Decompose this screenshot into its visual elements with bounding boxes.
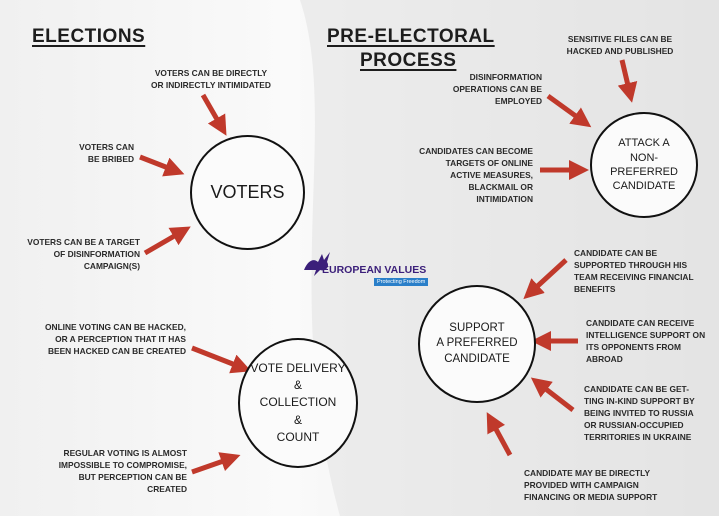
label-disinfo-ops: DISINFORMATION OPERATIONS CAN BE EMPLOYE… bbox=[452, 72, 542, 106]
attack-candidate-circle: ATTACK A NON- PREFERRED CANDIDATE bbox=[590, 112, 698, 218]
vote-delivery-circle: VOTE DELIVERY & COLLECTION & COUNT bbox=[238, 338, 358, 468]
arrow-team-benefits bbox=[523, 258, 568, 300]
label-sensitive-files: SENSITIVE FILES CAN BE HACKED AND PUBLIS… bbox=[566, 34, 674, 56]
label-intimidated: VOTERS CAN BE DIRECTLY OR INDIRECTLY INT… bbox=[151, 68, 271, 90]
label-team-benefits: CANDIDATE CAN BE SUPPORTED THROUGH HIS T… bbox=[574, 248, 694, 294]
arrow-sensitive-files bbox=[617, 59, 638, 103]
label-in-kind: CANDIDATE CAN BE GET- TING IN-KIND SUPPO… bbox=[584, 384, 695, 442]
label-regular-voting: REGULAR VOTING IS ALMOST IMPOSSIBLE TO C… bbox=[58, 448, 187, 494]
pre-electoral-heading: PRE-ELECTORAL bbox=[327, 26, 495, 47]
arrow-disinfo-ops bbox=[546, 93, 592, 128]
label-disinfo-target: VOTERS CAN BE A TARGET OF DISINFORMATION… bbox=[27, 237, 140, 271]
label-campaign-financing: CANDIDATE MAY BE DIRECTLY PROVIDED WITH … bbox=[524, 468, 658, 502]
voters-circle: VOTERS bbox=[190, 135, 305, 250]
process-heading: PROCESS bbox=[360, 50, 457, 71]
label-active-measures: CANDIDATES CAN BECOME TARGETS OF ONLINE … bbox=[419, 146, 533, 204]
arrow-online-voting bbox=[191, 345, 252, 374]
elections-heading: ELECTIONS bbox=[32, 26, 146, 47]
arrow-in-kind bbox=[530, 377, 575, 412]
support-candidate-circle: SUPPORT A PREFERRED CANDIDATE bbox=[418, 285, 536, 403]
logo-title: EUROPEAN VALUES bbox=[322, 264, 427, 276]
arrow-campaign-financing bbox=[486, 412, 513, 457]
arrow-intimidated bbox=[200, 93, 227, 136]
european-values-logo: EUROPEAN VALUES Protecting Freedom bbox=[300, 248, 440, 294]
label-online-voting: ONLINE VOTING CAN BE HACKED, OR A PERCEP… bbox=[45, 322, 186, 356]
label-intelligence: CANDIDATE CAN RECEIVE INTELLIGENCE SUPPO… bbox=[586, 318, 706, 364]
logo-subtitle: Protecting Freedom bbox=[374, 278, 429, 286]
pegasus-icon bbox=[304, 252, 330, 276]
label-bribed: VOTERS CAN BE BRIBED bbox=[79, 142, 134, 164]
arrow-disinfo-target bbox=[143, 226, 191, 256]
arrow-regular-voting bbox=[191, 452, 241, 475]
arrow-bribed bbox=[139, 154, 185, 177]
